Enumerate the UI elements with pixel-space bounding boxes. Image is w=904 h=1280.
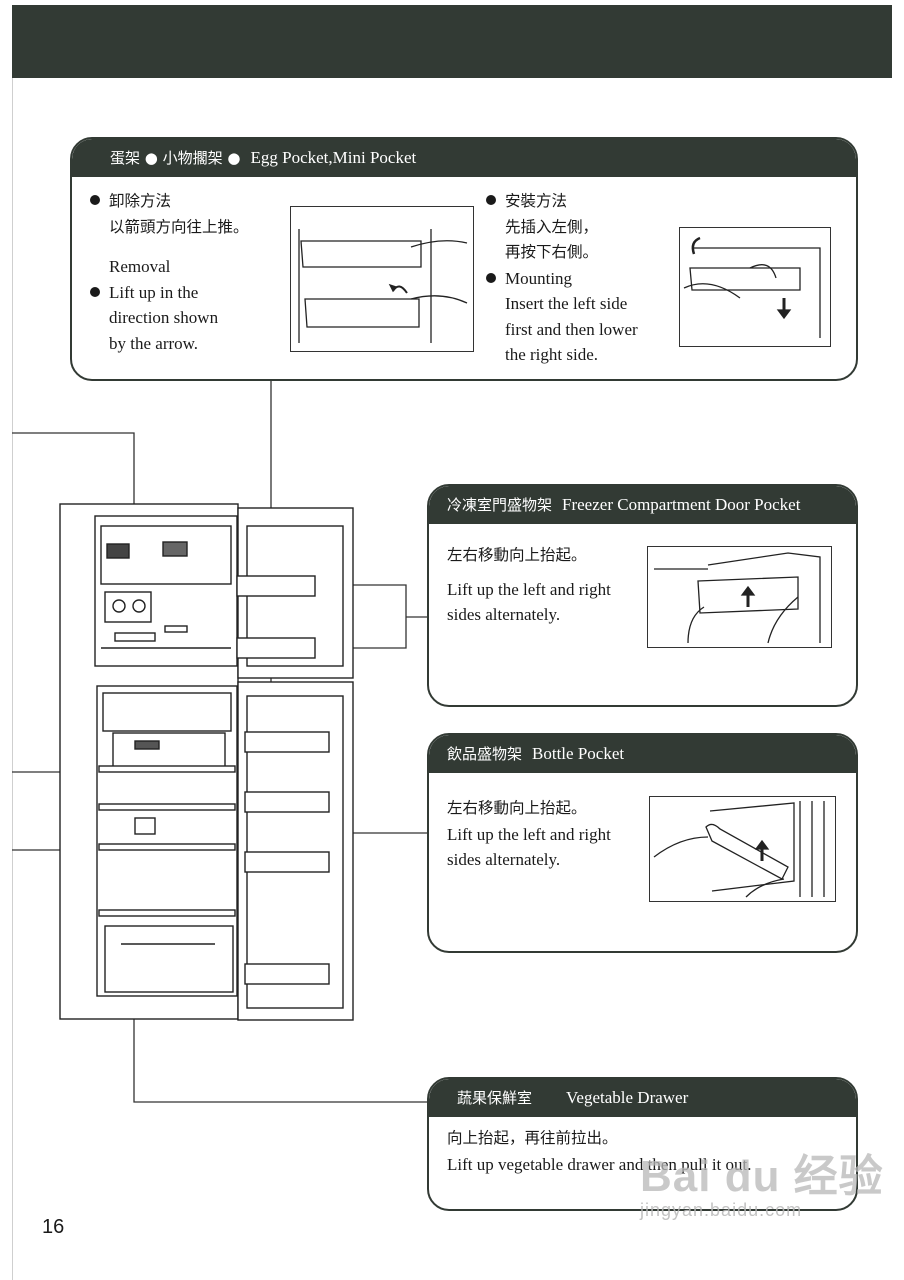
watermark-url: jingyan.baidu.com [640, 1200, 803, 1220]
mount-zh-line-2: 再按下右側。 [505, 243, 599, 261]
refrigerator-illustration [59, 503, 354, 1021]
vegetable-drawer-card: 蔬果保鮮室 Vegetable Drawer [427, 1077, 858, 1211]
veg-text-en: Lift up vegetable drawer and then pull i… [447, 1154, 752, 1174]
bottle-instructions: 左右移動向上抬起。 Lift up the left and right sid… [447, 796, 611, 873]
bottle-pocket-header: 飲品盛物架 Bottle Pocket [429, 735, 856, 773]
watermark-brand: Bai du 经验 [640, 1152, 884, 1201]
mount-zh-title: 安裝方法 [505, 192, 568, 210]
bottle-text-zh: 左右移動向上抬起。 [447, 799, 587, 817]
egg-pocket-mounting-image [679, 227, 831, 347]
freezer-door-pocket-header: 冷凍室門盛物架 Freezer Compartment Door Pocket [429, 486, 856, 524]
bottle-text-en-1: Lift up the left and right [447, 824, 611, 844]
freezer-text-zh: 左右移動向上抬起。 [447, 546, 587, 564]
removal-en-line-1: Lift up in the [109, 282, 199, 302]
veg-text-zh: 向上抬起，再往前拉出。 [447, 1129, 618, 1147]
mount-en-title: Mounting [505, 268, 573, 288]
bottle-title-zh: 飲品盛物架 [447, 745, 523, 763]
veg-title-zh: 蔬果保鮮室 [457, 1089, 533, 1107]
bottle-text-en-2: sides alternately. [447, 850, 561, 869]
mount-en-line-1: Insert the left side [505, 294, 628, 313]
bullet-icon [486, 272, 496, 283]
bottle-pocket-card: 飲品盛物架 Bottle Pocket [427, 733, 858, 953]
bottle-pocket-image [649, 796, 836, 902]
removal-instructions: 卸除方法 以箭頭方向往上推。 Removal Lift up in the di… [90, 189, 249, 356]
removal-en-line-3: by the arrow. [109, 333, 199, 353]
mounting-instructions: 安裝方法 先插入左側， 再按下右側。 Mounting Insert the l… [486, 189, 638, 368]
vegetable-drawer-instructions: 向上抬起，再往前拉出。 Lift up vegetable drawer and… [447, 1126, 752, 1177]
bullet-icon [486, 195, 496, 205]
header-bar [12, 5, 892, 78]
veg-title-en: Vegetable Drawer [566, 1088, 689, 1107]
vegetable-drawer-header: 蔬果保鮮室 Vegetable Drawer [429, 1079, 856, 1117]
bullet-icon [90, 286, 100, 297]
page-number: 16 [42, 1216, 65, 1238]
freezer-pocket-image [647, 546, 832, 648]
removal-en-line-2: direction shown [109, 308, 219, 327]
removal-zh-title: 卸除方法 [109, 192, 172, 210]
removal-zh-text: 以箭頭方向往上推。 [109, 217, 249, 236]
egg-pocket-title-zh: 蛋架 ● 小物擱架 ● [110, 149, 241, 167]
bottle-title-en: Bottle Pocket [532, 744, 625, 763]
freezer-title-zh: 冷凍室門盛物架 [447, 496, 553, 514]
mount-en-line-3: the right side. [505, 345, 599, 364]
removal-en-title: Removal [109, 257, 171, 276]
freezer-title-en: Freezer Compartment Door Pocket [562, 495, 801, 514]
page-margin-rule [12, 78, 13, 1280]
egg-pocket-title-en: Egg Pocket,Mini Pocket [250, 148, 417, 167]
baidu-watermark: Bai du 经验 jingyan.baidu.com [640, 1140, 884, 1221]
freezer-text-en-1: Lift up the left and right [447, 579, 611, 599]
mount-en-line-2: first and then lower [505, 319, 638, 339]
mount-zh-line-1: 先插入左側， [505, 217, 599, 236]
bullet-icon [90, 195, 100, 205]
egg-pocket-header: 蛋架 ● 小物擱架 ● Egg Pocket,Mini Pocket [72, 139, 856, 177]
freezer-instructions: 左右移動向上抬起。 Lift up the left and right sid… [447, 543, 611, 628]
freezer-text-en-2: sides alternately. [447, 605, 561, 624]
egg-pocket-removal-image [290, 206, 474, 352]
